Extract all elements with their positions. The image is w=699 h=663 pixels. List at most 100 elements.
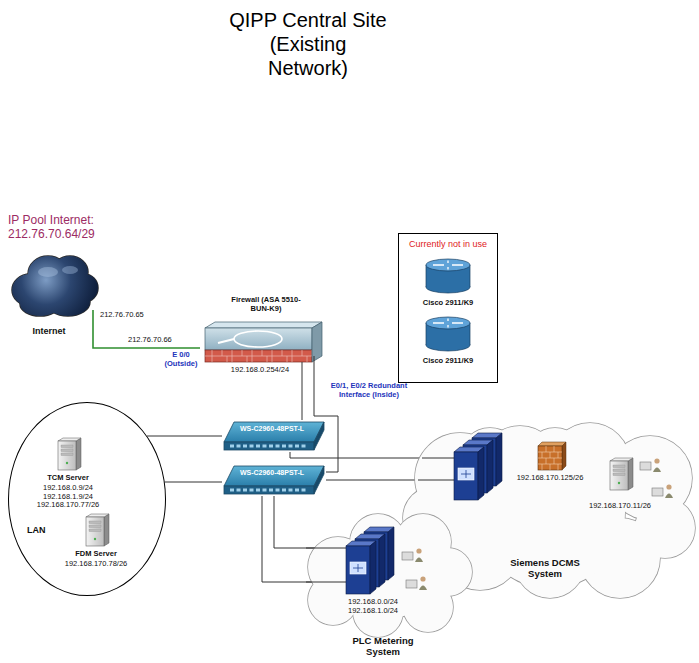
server: FDM Server192.168.170.78/26 [58,514,134,578]
brick-joint [302,350,303,356]
drive-bay [89,521,101,524]
server-tower [610,458,633,490]
cloud-outline [28,270,84,310]
plc-cloud-shape [298,514,472,637]
rack-side [496,433,502,486]
node-title: FDM Server [58,550,134,559]
internet-cloud-shape [12,256,98,342]
router-shape [426,259,470,293]
switch-port [237,489,241,492]
switch-port [243,489,247,492]
brick-joint [550,452,551,458]
brick-joint [554,446,555,452]
switch-front [224,442,314,450]
node-title: Cisco 2911/K9 [406,357,490,366]
brick-joint [262,350,263,356]
interface-label: E 0/0 (Outside) [160,351,202,368]
brick-joint [267,356,268,362]
rack-side [478,447,484,500]
workstation-monitor [652,488,663,496]
cable-stub [92,310,94,342]
switch-port [282,489,286,492]
switch-port [237,445,241,448]
node-title: LAN [27,525,57,535]
unused-equipment-box: Currently not in useCisco 2911/K9Cisco 2… [398,233,498,383]
server-top [610,458,633,461]
network-switch: WS-C2960-48PST-L [222,420,326,452]
cloud-fill [28,270,84,310]
server-front [610,461,628,490]
workstation-monitor [406,580,417,588]
wall-front [538,446,562,470]
node-illustration [222,420,326,452]
brick-joint [542,464,543,470]
switch-side [314,466,324,494]
drive-bay [89,529,101,532]
brick-joint [292,350,293,356]
siemens-cloud-shape [400,423,695,598]
cloud-highlight [62,266,78,274]
node-title: PLC Metering System [338,636,428,658]
brick-joint [558,452,559,458]
cable-stub [302,362,303,378]
rack-front [454,452,478,500]
brick-joint [538,458,562,459]
interface-label: E0/1, E0/2 Redundant Interface (Inside) [326,382,412,399]
node-illustration [508,440,592,490]
appliance-top [205,322,322,328]
cable-stub [418,480,454,481]
switch-port [256,489,260,492]
operator-head [654,458,659,463]
workstation-monitor [640,462,651,470]
switch-shape [224,466,324,494]
brick-joint [546,458,547,464]
switch-side [314,422,324,450]
switch-port [250,489,254,492]
network-link [326,480,400,481]
server-side [76,438,81,470]
operator-head [666,484,671,489]
brick-joint [307,356,308,362]
switch-port [256,445,260,448]
brick-joint [550,464,551,470]
switch-top [224,466,324,486]
switch-port [289,445,293,448]
rack-symbol [461,470,471,478]
network-link [147,436,222,437]
rack-front [346,546,370,594]
drive-bay [61,449,73,452]
brick-joint [205,356,312,357]
rack-symbol [353,564,363,572]
rack-panel [350,562,366,574]
lan-circle: LAN TCM Server192.168.0.9/24 192.168.1.9/… [8,402,166,596]
brick-joint [546,446,547,452]
brick-joint [282,350,283,356]
switch-front [224,486,314,494]
drive-bay [613,465,625,468]
switch-port [230,489,234,492]
node-title: WS-C2960-48PST-L [228,469,316,477]
server: TCM Server192.168.0.9/24 192.168.1.9/24 … [30,438,106,516]
ip-address: 212.76.70.65 [100,311,160,320]
node-title: Currently not in use [399,239,497,249]
node-title: Cisco 2911/K9 [406,299,490,308]
workstation-monitor [402,552,413,560]
cable-stub [306,582,346,583]
brick-base [205,350,312,362]
wall-side [562,442,566,470]
network-link [290,452,400,458]
switch-port [276,445,280,448]
cable-stub [400,480,454,481]
operator-head [416,548,421,553]
node-detail: 192.168.0.0/24 192.168.1.0/24 [343,598,403,615]
brick-joint [292,356,293,362]
internet-cloud: Internet [10,250,98,342]
switch-port [263,445,267,448]
network-link [165,482,222,483]
node-title: WS-C2960-48PST-L [228,425,316,433]
inspection-lens [234,331,282,347]
network-link [274,496,298,548]
brick-joint [272,356,273,362]
switch-port [243,445,247,448]
router: Cisco 2911/K9 [406,315,490,371]
